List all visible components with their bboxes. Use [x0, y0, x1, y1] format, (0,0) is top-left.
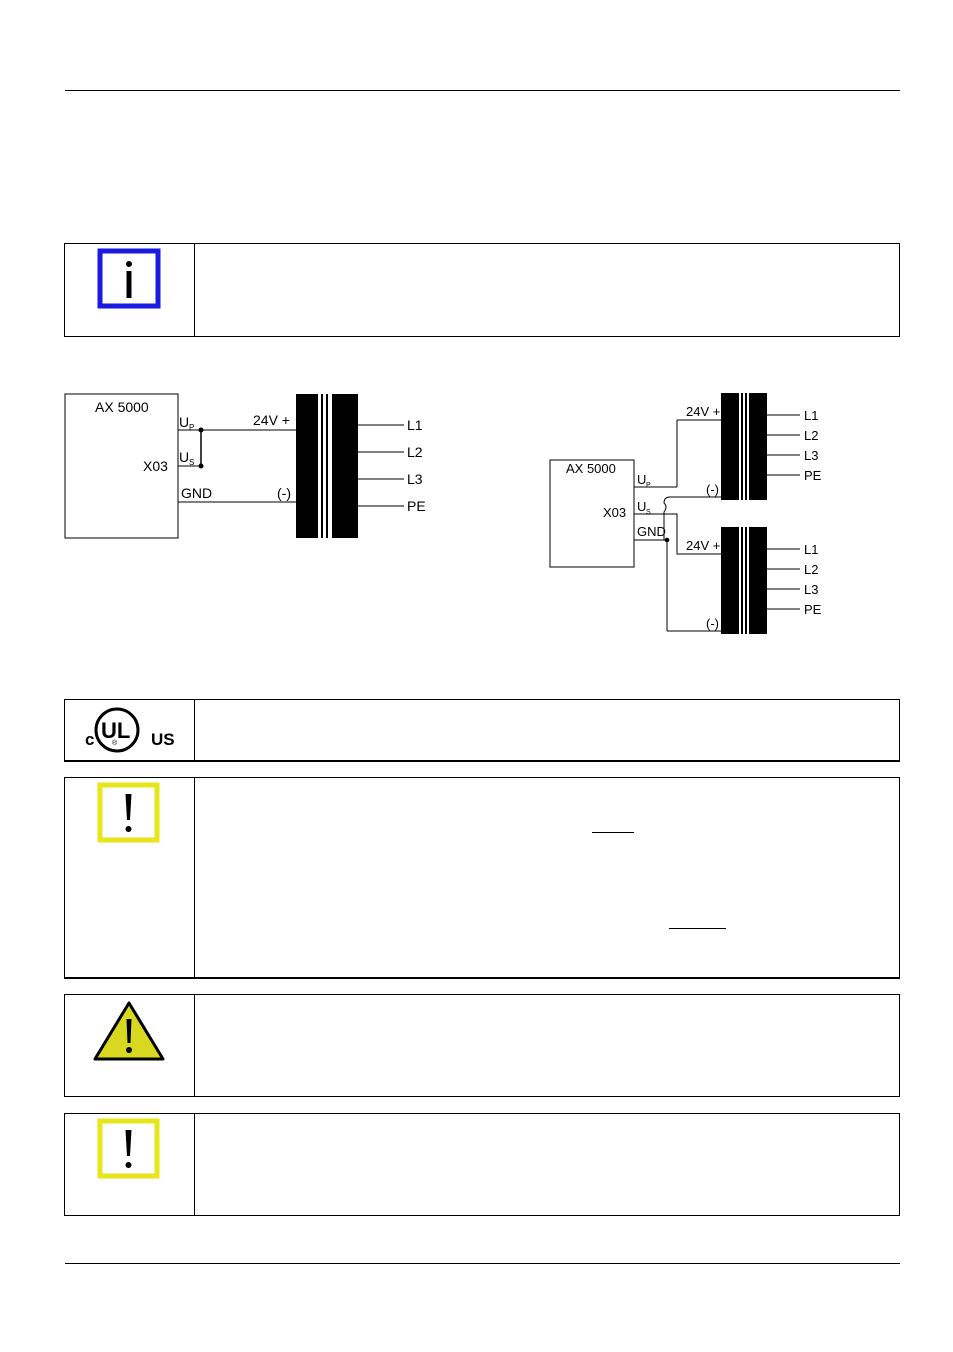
supply-negative-label: (-) [706, 482, 719, 497]
device-label: AX 5000 [95, 399, 149, 415]
supply-negative-label: (-) [277, 485, 291, 501]
power-supply-block-lower [721, 527, 767, 634]
line-label: L3 [804, 448, 818, 463]
ul-logo-registered: ® [112, 739, 118, 747]
supply-positive-label: 24V + [686, 404, 720, 419]
ul-note: c UL ® US [64, 699, 900, 762]
line-label: L3 [407, 471, 423, 487]
info-note [64, 243, 900, 337]
ul-logo-ul: UL [101, 718, 130, 743]
info-icon [97, 248, 161, 309]
pin-us-sub: S [646, 509, 651, 516]
pin-gnd-label: GND [181, 485, 212, 501]
connector-label: X03 [603, 505, 626, 520]
device-label: AX 5000 [566, 461, 616, 476]
pin-us-label: U [637, 499, 646, 514]
ul-logo-us: US [151, 730, 175, 749]
footer-rule [65, 1263, 900, 1264]
underline-mark [669, 928, 726, 929]
line-label: PE [407, 498, 426, 514]
warning-note-icon-cell [65, 995, 195, 1096]
line-label: L1 [407, 417, 423, 433]
caution-icon [97, 1118, 160, 1179]
underline-mark [592, 832, 634, 833]
line-label: L2 [407, 444, 423, 460]
pin-up-sub: P [646, 482, 651, 489]
supply-positive-label: 24V + [686, 538, 720, 553]
wiring-diagram-single-supply: AX 5000 X03 U P U S GND 24V + (-) L1 L2 … [64, 393, 426, 539]
caution-icon [97, 782, 160, 843]
line-label: L3 [804, 582, 818, 597]
line-label: L2 [804, 428, 818, 443]
pin-up-label: U [179, 414, 189, 430]
supply-negative-label: (-) [706, 616, 719, 631]
warning-triangle-icon [93, 1001, 165, 1061]
header-rule [65, 90, 900, 91]
line-label: L1 [804, 542, 818, 557]
power-supply-block-upper [721, 393, 767, 500]
line-label: L1 [804, 408, 818, 423]
caution-note [64, 777, 900, 979]
line-label: PE [804, 468, 822, 483]
line-label: L2 [804, 562, 818, 577]
ul-note-icon-cell: c UL ® US [65, 700, 195, 760]
pin-up-label: U [637, 472, 646, 487]
line-label: PE [804, 602, 822, 617]
pin-gnd-label: GND [637, 524, 666, 539]
caution-note-icon-cell [65, 1114, 195, 1215]
caution-note [64, 1113, 900, 1216]
warning-note [64, 994, 900, 1097]
power-supply-block [296, 394, 358, 538]
caution-note-icon-cell [65, 778, 195, 977]
pin-up-sub: P [189, 423, 194, 432]
connector-label: X03 [143, 458, 168, 474]
ul-logo-c: c [85, 730, 94, 749]
pin-us-label: U [179, 449, 189, 465]
pin-us-sub: S [189, 458, 194, 467]
info-note-icon-cell [65, 244, 195, 336]
supply-positive-label: 24V + [253, 412, 290, 428]
wiring-diagram-dual-supply: AX 5000 X03 U P U S GND 24V + (-) 24V + … [549, 393, 822, 634]
ul-certification-logo: c UL ® US [85, 707, 175, 753]
